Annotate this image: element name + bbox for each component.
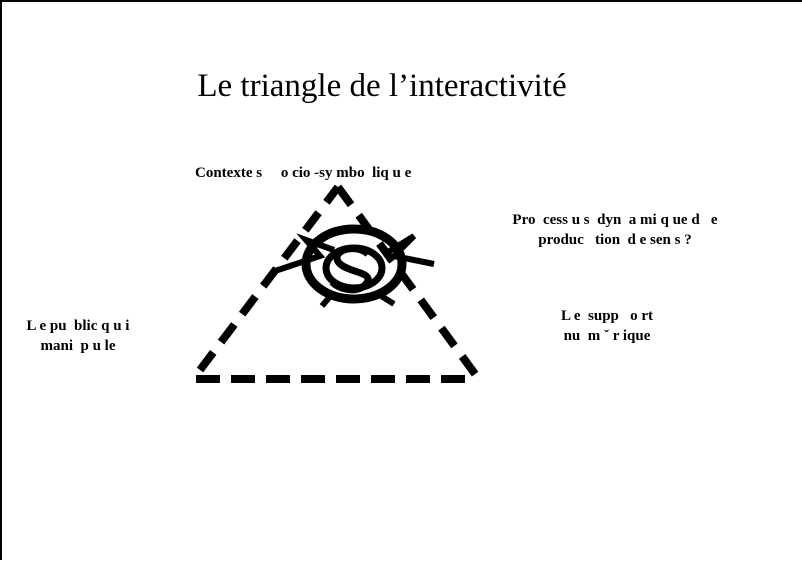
label-manipulating-public: L e pu blic q u i mani p u le [26, 318, 130, 354]
triangle-right-edge [334, 184, 482, 381]
spiral-outer-ring [301, 224, 407, 304]
star-burst-bottom [319, 291, 396, 308]
page-title: Le triangle de l’interactivité [197, 68, 567, 104]
label-socio-symbolic-context: Contexte s o cio -sy mbo liq u e [195, 165, 412, 181]
label-meaning-process: Pro cess u s dyn a mi q ue d e produc ti… [512, 212, 718, 248]
star-burst-right [386, 233, 435, 267]
triangle-left-edge [196, 184, 342, 373]
star-burst-left [271, 233, 336, 275]
label-digital-support: L e supp o rt nu m ˇ r ique [560, 308, 654, 344]
spiral-s-curve [329, 245, 372, 294]
dashed-triangle [196, 184, 482, 383]
spiral-star-icon [271, 224, 435, 308]
